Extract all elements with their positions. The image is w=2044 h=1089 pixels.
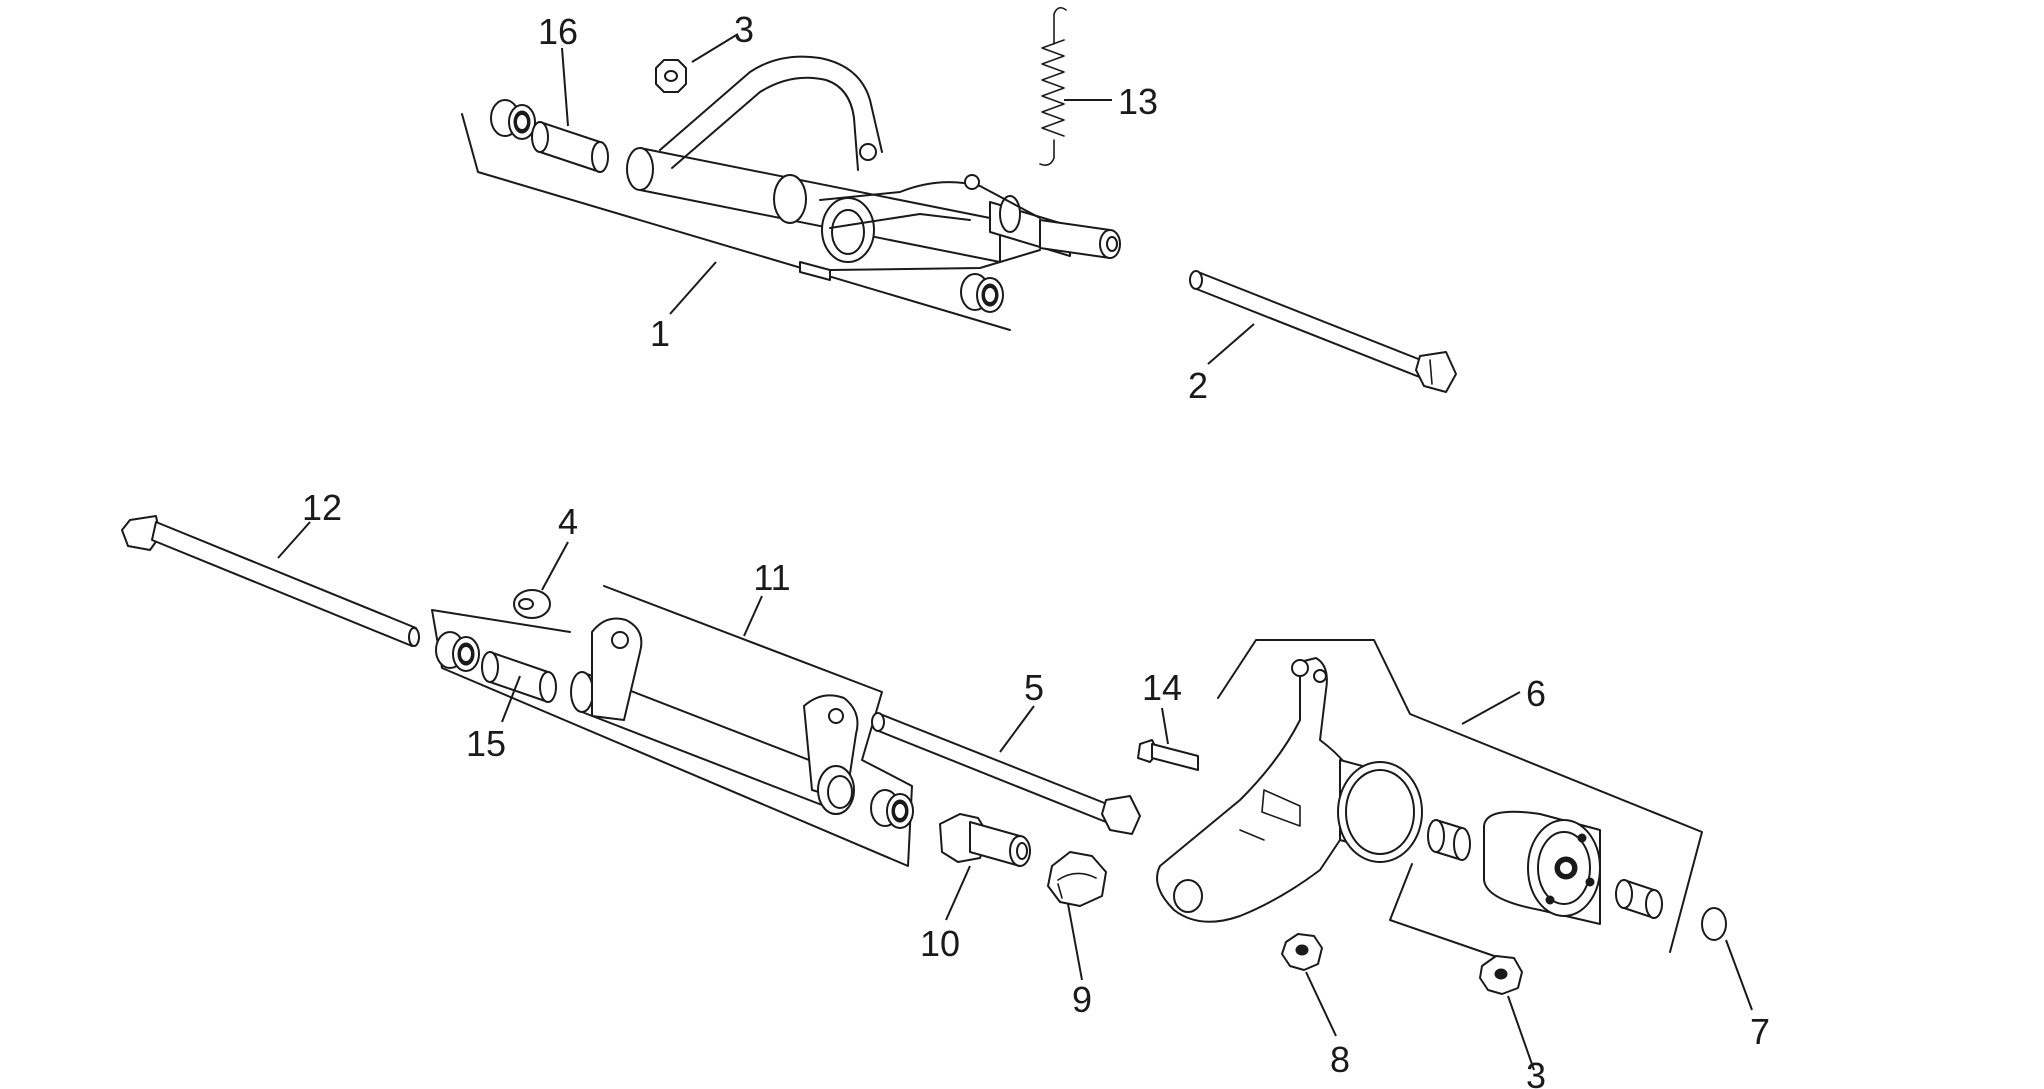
- part-2-bolt: [1189, 270, 1457, 393]
- leader-3-top: [691, 33, 739, 63]
- leader-1: [669, 261, 717, 315]
- callout-labels: 16 3 13 1 2 12 4 11 15 5 14 6 10 9 8 3 7: [302, 9, 1770, 1089]
- callout-6: 6: [1526, 673, 1546, 714]
- callout-13: 13: [1118, 81, 1158, 122]
- part-6-bracket-plate: [1156, 657, 1361, 923]
- part-6-small-bushing: [1427, 819, 1471, 861]
- part-6-right-bushing: [1615, 879, 1663, 919]
- part-1-assembly: [461, 55, 1121, 331]
- leader-14: [1161, 707, 1169, 745]
- part-1-arm-bracket: [659, 55, 1041, 281]
- part-1-left-bushing: [490, 99, 536, 140]
- leader-9: [1067, 903, 1083, 981]
- part-9-nut: [1047, 851, 1107, 907]
- leader-10: [945, 865, 971, 921]
- callout-2: 2: [1188, 365, 1208, 406]
- leader-7: [1725, 939, 1753, 1011]
- leader-8: [1305, 971, 1337, 1037]
- callout-11: 11: [753, 557, 790, 598]
- part-12-bolt: [121, 515, 420, 647]
- part-8-nut: [1281, 933, 1323, 971]
- callout-16: 16: [538, 11, 578, 52]
- part-14-bolt: [1137, 739, 1199, 771]
- callout-3-top: 3: [734, 9, 754, 50]
- leader-lines: [277, 33, 1753, 1071]
- part-11-left-bushing: [435, 631, 480, 672]
- callout-3-bottom: 3: [1526, 1055, 1546, 1089]
- part-7-o-ring: [1701, 907, 1727, 941]
- callout-12: 12: [302, 487, 342, 528]
- part-6-assembly: [1156, 639, 1703, 959]
- callout-15: 15: [466, 723, 506, 764]
- callout-1: 1: [650, 313, 670, 354]
- callout-8: 8: [1330, 1039, 1350, 1080]
- callout-4: 4: [558, 501, 578, 542]
- part-11-group-bracket: [431, 585, 913, 867]
- callout-5: 5: [1024, 667, 1044, 708]
- part-11-tube: [570, 617, 859, 815]
- callout-10: 10: [920, 923, 960, 964]
- leader-3-bottom: [1507, 995, 1535, 1071]
- callout-9: 9: [1072, 979, 1092, 1020]
- leader-4: [541, 541, 569, 591]
- callout-14: 14: [1142, 667, 1182, 708]
- leader-6: [1461, 691, 1521, 725]
- part-3-nut-bottom: [1479, 955, 1523, 995]
- leader-16: [561, 47, 569, 127]
- part-5-bolt: [871, 712, 1141, 835]
- part-10-spacer: [939, 813, 1031, 867]
- part-1-right-bushing: [960, 273, 1004, 313]
- part-1-group-bracket: [461, 113, 1011, 331]
- part-6-group-bracket-top: [1217, 639, 1703, 953]
- part-6-housing-cylinder: [1337, 759, 1423, 863]
- leader-2: [1207, 323, 1255, 365]
- leader-15: [501, 675, 521, 723]
- part-3-washer-top: [655, 59, 687, 93]
- part-1-main-tube: [626, 147, 1121, 263]
- part-13-spring: [1039, 6, 1067, 166]
- leader-5: [999, 705, 1035, 753]
- callout-7: 7: [1750, 1011, 1770, 1052]
- leader-12: [277, 521, 311, 559]
- part-4-washer: [513, 589, 551, 619]
- part-6-rubber-mount: [1483, 810, 1601, 925]
- part-6-group-bracket-bottom: [1389, 863, 1501, 959]
- leader-11: [743, 595, 763, 637]
- part-11-right-bushing: [870, 789, 914, 829]
- part-16-sleeve: [531, 121, 609, 173]
